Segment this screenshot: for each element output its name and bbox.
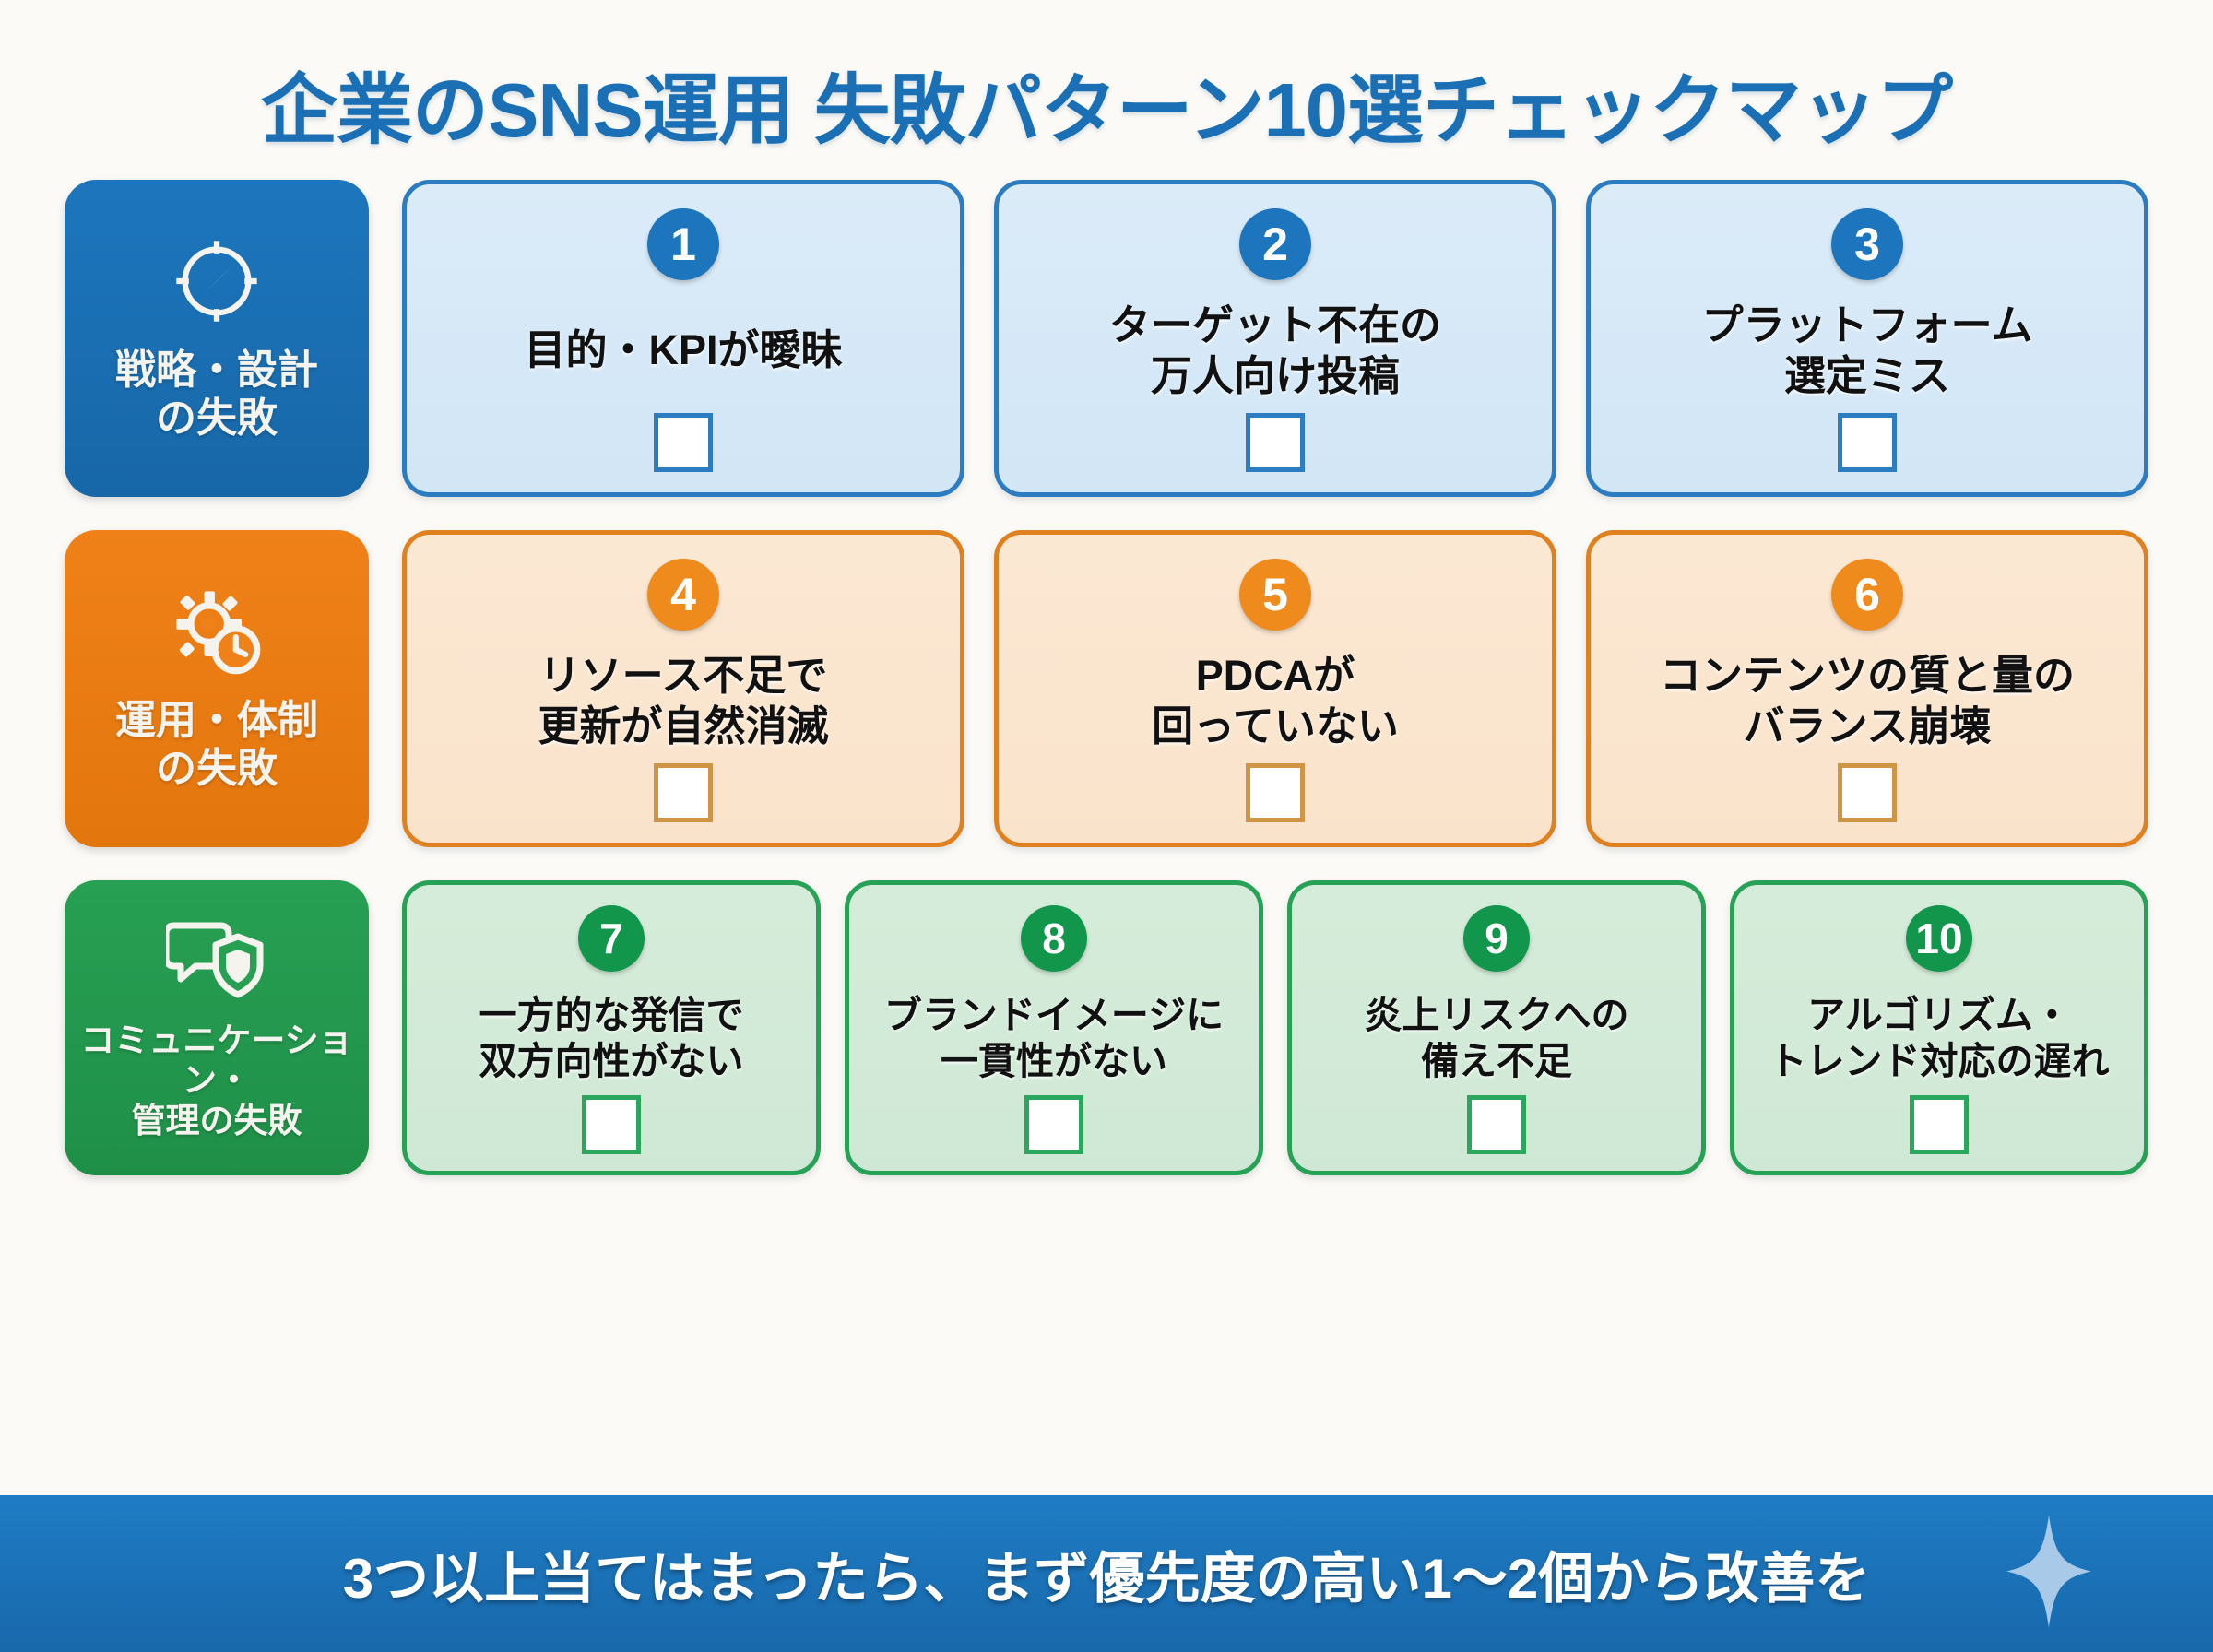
cards-container-communication: 7 一方的な発信で 双方向性がない 8 ブランドイメージに 一貫性がない 9 炎… bbox=[402, 879, 2148, 1175]
pattern-checkbox[interactable] bbox=[1246, 412, 1305, 472]
cards-container-operations: 4 リソース不足で 更新が自然消滅 5 PDCAが 回っていない 6 コンテンツ… bbox=[402, 529, 2148, 847]
pattern-checkbox[interactable] bbox=[582, 1094, 641, 1154]
pattern-card[interactable]: 1 目的・KPIが曖昧 bbox=[402, 180, 964, 497]
pattern-checkbox[interactable] bbox=[1246, 762, 1305, 822]
gear-clock-icon bbox=[169, 584, 265, 684]
pattern-number: 9 bbox=[1463, 904, 1530, 972]
sparkle-icon bbox=[2005, 1514, 2093, 1634]
category-label-operations: 運用・体制 の失敗 bbox=[65, 529, 369, 847]
pattern-checkbox[interactable] bbox=[1838, 412, 1897, 472]
footer-message: 3つ以上当てはまったら、まず優先度の高い1〜2個から改善を bbox=[342, 1547, 1871, 1610]
pattern-number: 10 bbox=[1906, 904, 1972, 972]
category-label-text: コミュニケーション・ 管理の失敗 bbox=[80, 1021, 353, 1139]
pattern-number: 3 bbox=[1831, 208, 1903, 280]
category-row-strategy: 戦略・設計 の失敗 1 目的・KPIが曖昧 2 ターゲット不在の 万人向け投稿 … bbox=[65, 180, 2148, 497]
category-label-communication: コミュニケーション・ 管理の失敗 bbox=[65, 879, 369, 1175]
pattern-checkbox[interactable] bbox=[654, 762, 713, 822]
pattern-card[interactable]: 3 プラットフォーム 選定ミス bbox=[1586, 180, 2148, 497]
pattern-text: 目的・KPIが曖昧 bbox=[524, 326, 843, 374]
failure-pattern-matrix: 戦略・設計 の失敗 1 目的・KPIが曖昧 2 ターゲット不在の 万人向け投稿 … bbox=[0, 180, 2213, 1175]
category-label-text: 戦略・設計 の失敗 bbox=[115, 348, 318, 442]
pattern-text: ブランドイメージに 一貫性がない bbox=[883, 993, 1225, 1082]
cards-container-strategy: 1 目的・KPIが曖昧 2 ターゲット不在の 万人向け投稿 3 プラットフォーム… bbox=[402, 180, 2148, 497]
category-label-strategy: 戦略・設計 の失敗 bbox=[65, 180, 369, 497]
pattern-card[interactable]: 2 ターゲット不在の 万人向け投稿 bbox=[994, 180, 1556, 497]
pattern-card[interactable]: 7 一方的な発信で 双方向性がない bbox=[402, 879, 821, 1175]
title-bar: 企業のSNS運用 失敗パターン10選チェックマップ bbox=[0, 0, 2213, 180]
pattern-text: プラットフォーム 選定ミス bbox=[1701, 301, 2033, 399]
pattern-number: 1 bbox=[647, 208, 719, 280]
category-label-text: 運用・体制 の失敗 bbox=[115, 698, 318, 792]
pattern-card[interactable]: 4 リソース不足で 更新が自然消滅 bbox=[402, 529, 964, 847]
pattern-checkbox[interactable] bbox=[654, 412, 713, 472]
category-row-operations: 運用・体制 の失敗 4 リソース不足で 更新が自然消滅 5 PDCAが 回ってい… bbox=[65, 529, 2148, 847]
pattern-card[interactable]: 5 PDCAが 回っていない bbox=[994, 529, 1556, 847]
pattern-card[interactable]: 10 アルゴリズム・ トレンド対応の遅れ bbox=[1730, 879, 2148, 1175]
pattern-text: 一方的な発信で 双方向性がない bbox=[479, 993, 744, 1082]
pattern-card[interactable]: 8 ブランドイメージに 一貫性がない bbox=[845, 879, 1263, 1175]
footer-banner: 3つ以上当てはまったら、まず優先度の高い1〜2個から改善を bbox=[0, 1495, 2213, 1652]
pattern-number: 4 bbox=[647, 558, 719, 631]
pattern-card[interactable]: 6 コンテンツの質と量の バランス崩壊 bbox=[1586, 529, 2148, 847]
pattern-checkbox[interactable] bbox=[1910, 1094, 1969, 1154]
pattern-number: 2 bbox=[1239, 208, 1311, 280]
pattern-number: 7 bbox=[578, 904, 645, 972]
pattern-text: ターゲット不在の 万人向け投稿 bbox=[1108, 301, 1441, 399]
pattern-text: アルゴリズム・ トレンド対応の遅れ bbox=[1769, 993, 2110, 1082]
pattern-text: リソース不足で 更新が自然消滅 bbox=[538, 651, 829, 749]
pattern-number: 6 bbox=[1831, 558, 1903, 631]
page-title: 企業のSNS運用 失敗パターン10選チェックマップ bbox=[261, 66, 1953, 153]
compass-icon bbox=[169, 233, 265, 334]
pattern-number: 8 bbox=[1021, 904, 1087, 972]
chat-shield-icon bbox=[162, 914, 267, 1008]
pattern-checkbox[interactable] bbox=[1024, 1094, 1083, 1154]
pattern-card[interactable]: 9 炎上リスクへの 備え不足 bbox=[1287, 879, 1706, 1175]
pattern-text: PDCAが 回っていない bbox=[1152, 651, 1399, 749]
pattern-text: 炎上リスクへの 備え不足 bbox=[1364, 993, 1629, 1082]
pattern-text: コンテンツの質と量の バランス崩壊 bbox=[1659, 651, 2075, 749]
pattern-checkbox[interactable] bbox=[1838, 762, 1897, 822]
category-row-communication: コミュニケーション・ 管理の失敗 7 一方的な発信で 双方向性がない 8 ブラン… bbox=[65, 879, 2148, 1175]
pattern-checkbox[interactable] bbox=[1467, 1094, 1526, 1154]
pattern-number: 5 bbox=[1239, 558, 1311, 631]
